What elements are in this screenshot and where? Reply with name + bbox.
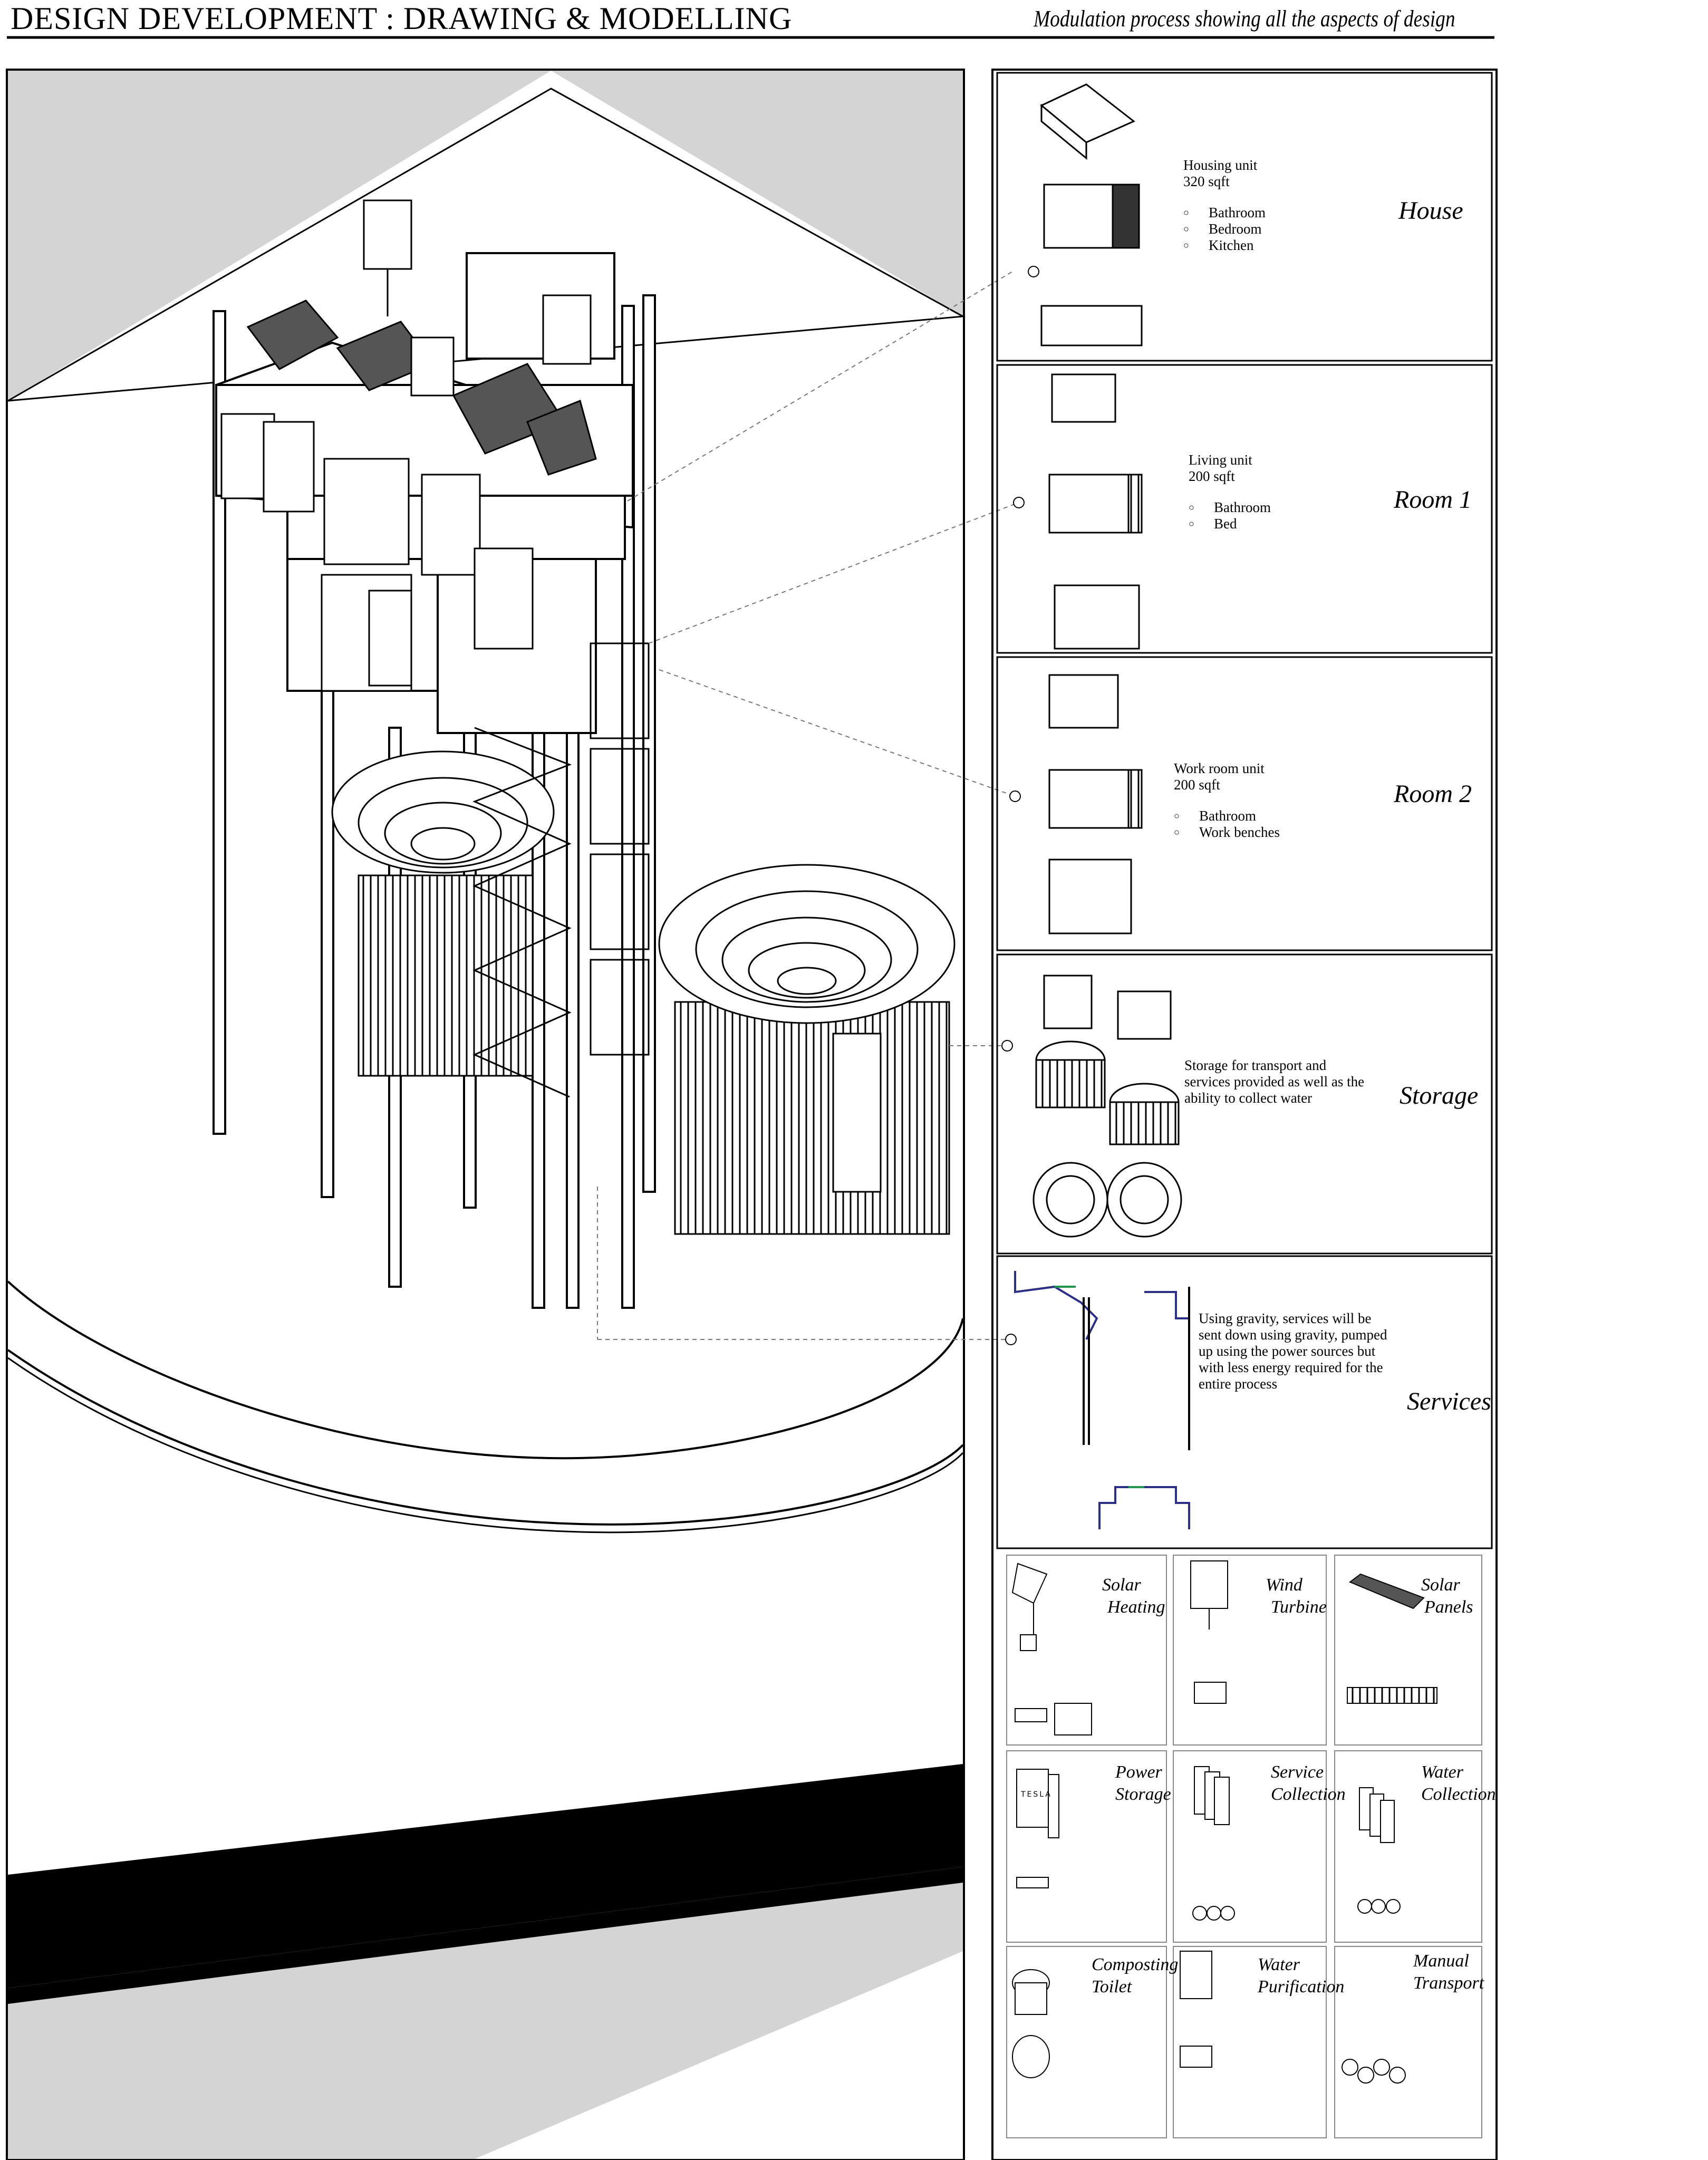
module-label-room2: Room 2 [1394, 780, 1472, 808]
module-item: Work benches [1199, 824, 1280, 840]
component-label: Toilet [1092, 1977, 1132, 1997]
component-label: Solar [1421, 1575, 1460, 1595]
module-label-room1: Room 1 [1394, 486, 1472, 514]
component-label: Purification [1258, 1977, 1345, 1997]
module-area: 200 sqft [1174, 777, 1220, 793]
module-sketches [1032, 83, 1182, 1238]
service-pipes [1014, 1271, 1190, 1529]
component-label: Heating [1107, 1597, 1165, 1617]
component-label: Water [1421, 1762, 1463, 1782]
component-label: Manual [1413, 1951, 1469, 1971]
component-label: Water [1258, 1955, 1300, 1974]
isometric-tower-drawing [6, 69, 966, 2160]
module-item: Bedroom [1209, 221, 1262, 237]
module-item: Bathroom [1214, 499, 1271, 515]
component-label: Collection [1421, 1785, 1496, 1804]
module-label-services: Services [1407, 1387, 1491, 1415]
module-area: 320 sqft [1183, 173, 1230, 189]
component-label: Power [1115, 1762, 1162, 1782]
module-heading: Living unit [1189, 452, 1252, 468]
bullet-icon: ○ [1189, 502, 1194, 513]
module-item: Bathroom [1199, 808, 1256, 824]
module-house-text: Housing unit 320 sqft ○ Bathroom ○ Bedroom… [1183, 157, 1266, 254]
page-title: DESIGN DEVELOPMENT : DRAWING & MODELLING [11, 1, 793, 36]
module-room2-text: Work room unit 200 sqft ○ Bathroom ○ Work … [1174, 760, 1280, 841]
component-label: Service [1271, 1762, 1324, 1782]
bullet-icon: ○ [1174, 827, 1180, 837]
module-room1-text: Living unit 200 sqft ○ Bathroom ○ Bed [1189, 452, 1271, 532]
module-item: Kitchen [1209, 237, 1254, 253]
ground-black-band [8, 1764, 963, 1988]
component-label: Panels [1424, 1597, 1473, 1617]
tesla-logo: TESLA [1021, 1790, 1052, 1799]
component-label: Wind [1266, 1575, 1302, 1595]
bullet-icon: ○ [1183, 240, 1189, 250]
component-label: Storage [1115, 1785, 1171, 1804]
component-label: Composting [1092, 1955, 1179, 1974]
module-item: Bathroom [1209, 205, 1266, 220]
modules-panel [991, 69, 1498, 2160]
ground-gray-top-right [551, 71, 963, 316]
component-grid [1006, 1555, 1482, 2138]
component-label: Turbine [1271, 1597, 1327, 1617]
module-item: Bed [1214, 516, 1237, 532]
component-label: Solar [1102, 1575, 1141, 1595]
component-label: Transport [1413, 1973, 1484, 1993]
bullet-icon: ○ [1183, 207, 1189, 218]
page-subtitle: Modulation process showing all the aspec… [1034, 6, 1455, 32]
component-sketches [1011, 1560, 1437, 2084]
component-label: Collection [1271, 1785, 1346, 1804]
bullet-icon: ○ [1189, 518, 1194, 529]
bullet-icon: ○ [1174, 811, 1180, 821]
module-heading: Housing unit [1183, 157, 1258, 173]
module-area: 200 sqft [1189, 468, 1235, 484]
module-frames [996, 72, 1493, 1549]
bullet-icon: ○ [1183, 224, 1189, 234]
module-heading: Work room unit [1174, 760, 1265, 776]
module-services-description: Using gravity, services will be sent dow… [1199, 1310, 1387, 1392]
module-label-storage: Storage [1400, 1082, 1479, 1110]
module-label-house: House [1398, 197, 1463, 225]
module-storage-description: Storage for transport and services provi… [1184, 1057, 1365, 1106]
ground-gray-top-left [8, 71, 551, 401]
